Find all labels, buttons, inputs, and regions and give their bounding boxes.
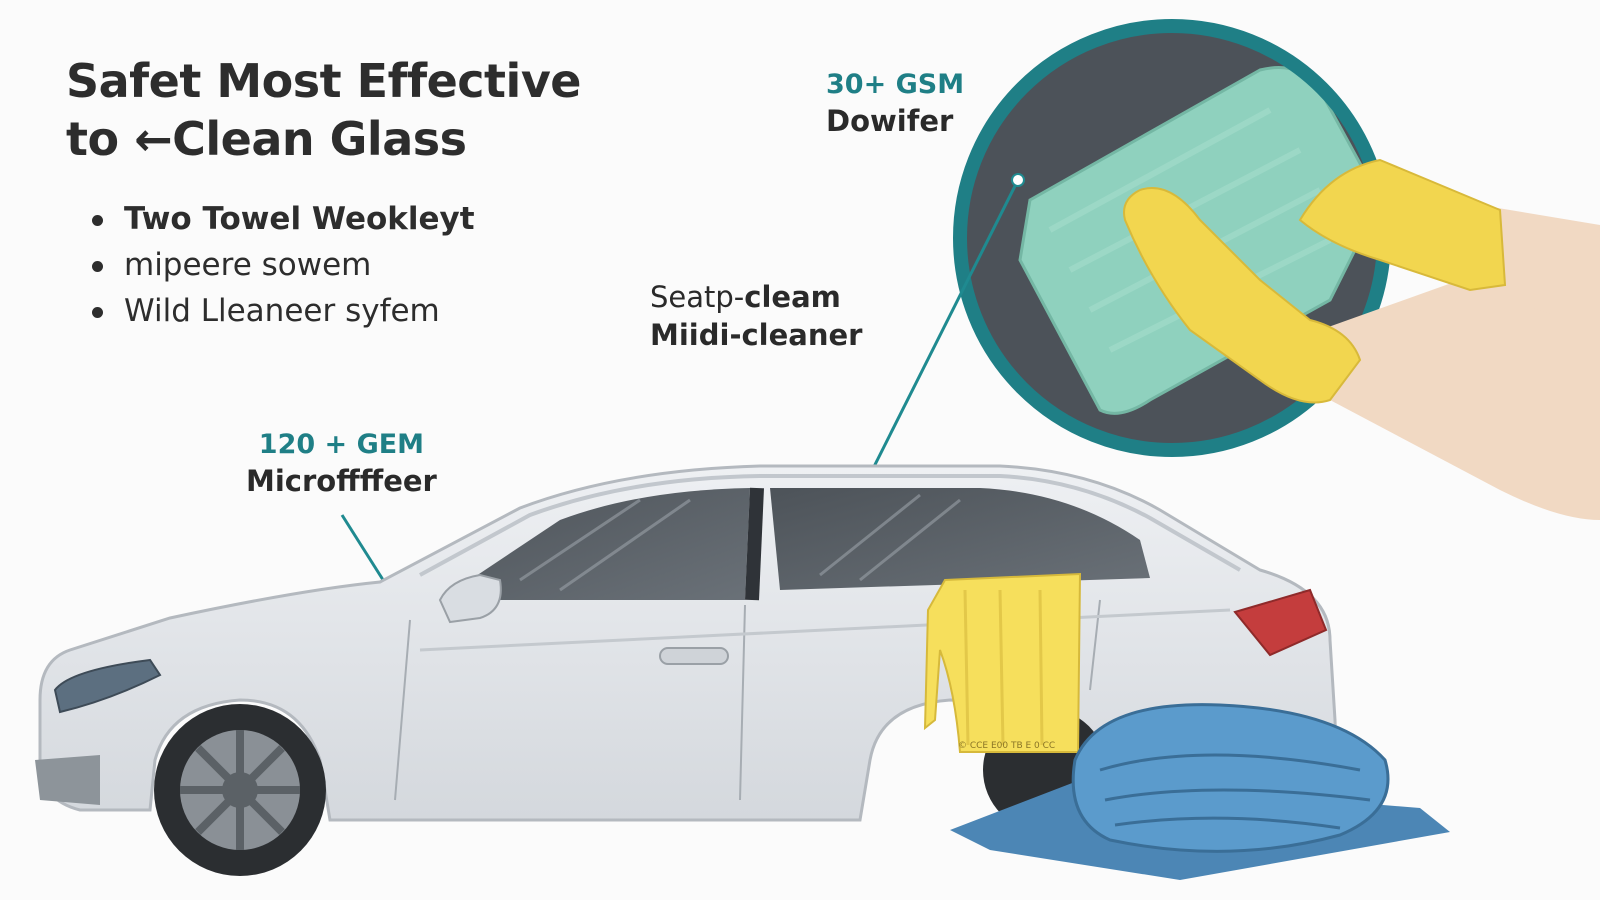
callout-left-name: Microffffeer [246,464,437,498]
callout-middle-word: cleam [744,280,841,314]
pointer-dot [1011,173,1025,187]
front-wheel [154,704,326,876]
callout-middle-line2: Miidi-cleaner [650,318,863,352]
callout-middle: Seatp-cleam Miidi-cleaner [650,278,862,354]
bullet-list: Two Towel Weokleyt mipeere sowem Wild Ll… [88,196,608,334]
callout-left: 120 + GEM Microffffeer [246,428,437,500]
callout-top-name: Dowifer [826,104,954,138]
blue-towel [950,703,1450,880]
callout-top: 30+ GSM Dowifer [826,68,964,140]
title-line-2: to ←Clean Glass [66,112,467,166]
bullet-item: mipeere sowem [88,242,608,288]
towel-tag: © CCE E00 TB E 0 CC [958,741,1055,751]
page-title: Safet Most Effective to ←Clean Glass [66,52,686,168]
callout-top-gsm: 30+ GSM [826,69,965,100]
callout-middle-prefix: Seatp- [650,280,745,314]
gloved-hands [1123,158,1600,520]
title-line-1: Safet Most Effective [66,54,582,108]
bullet-item: Wild Lleaneer syfem [88,288,608,334]
bullet-item: Two Towel Weokleyt [88,196,608,242]
callout-left-gsm: 120 + GEM [258,429,425,460]
yellow-towel [923,572,1082,753]
